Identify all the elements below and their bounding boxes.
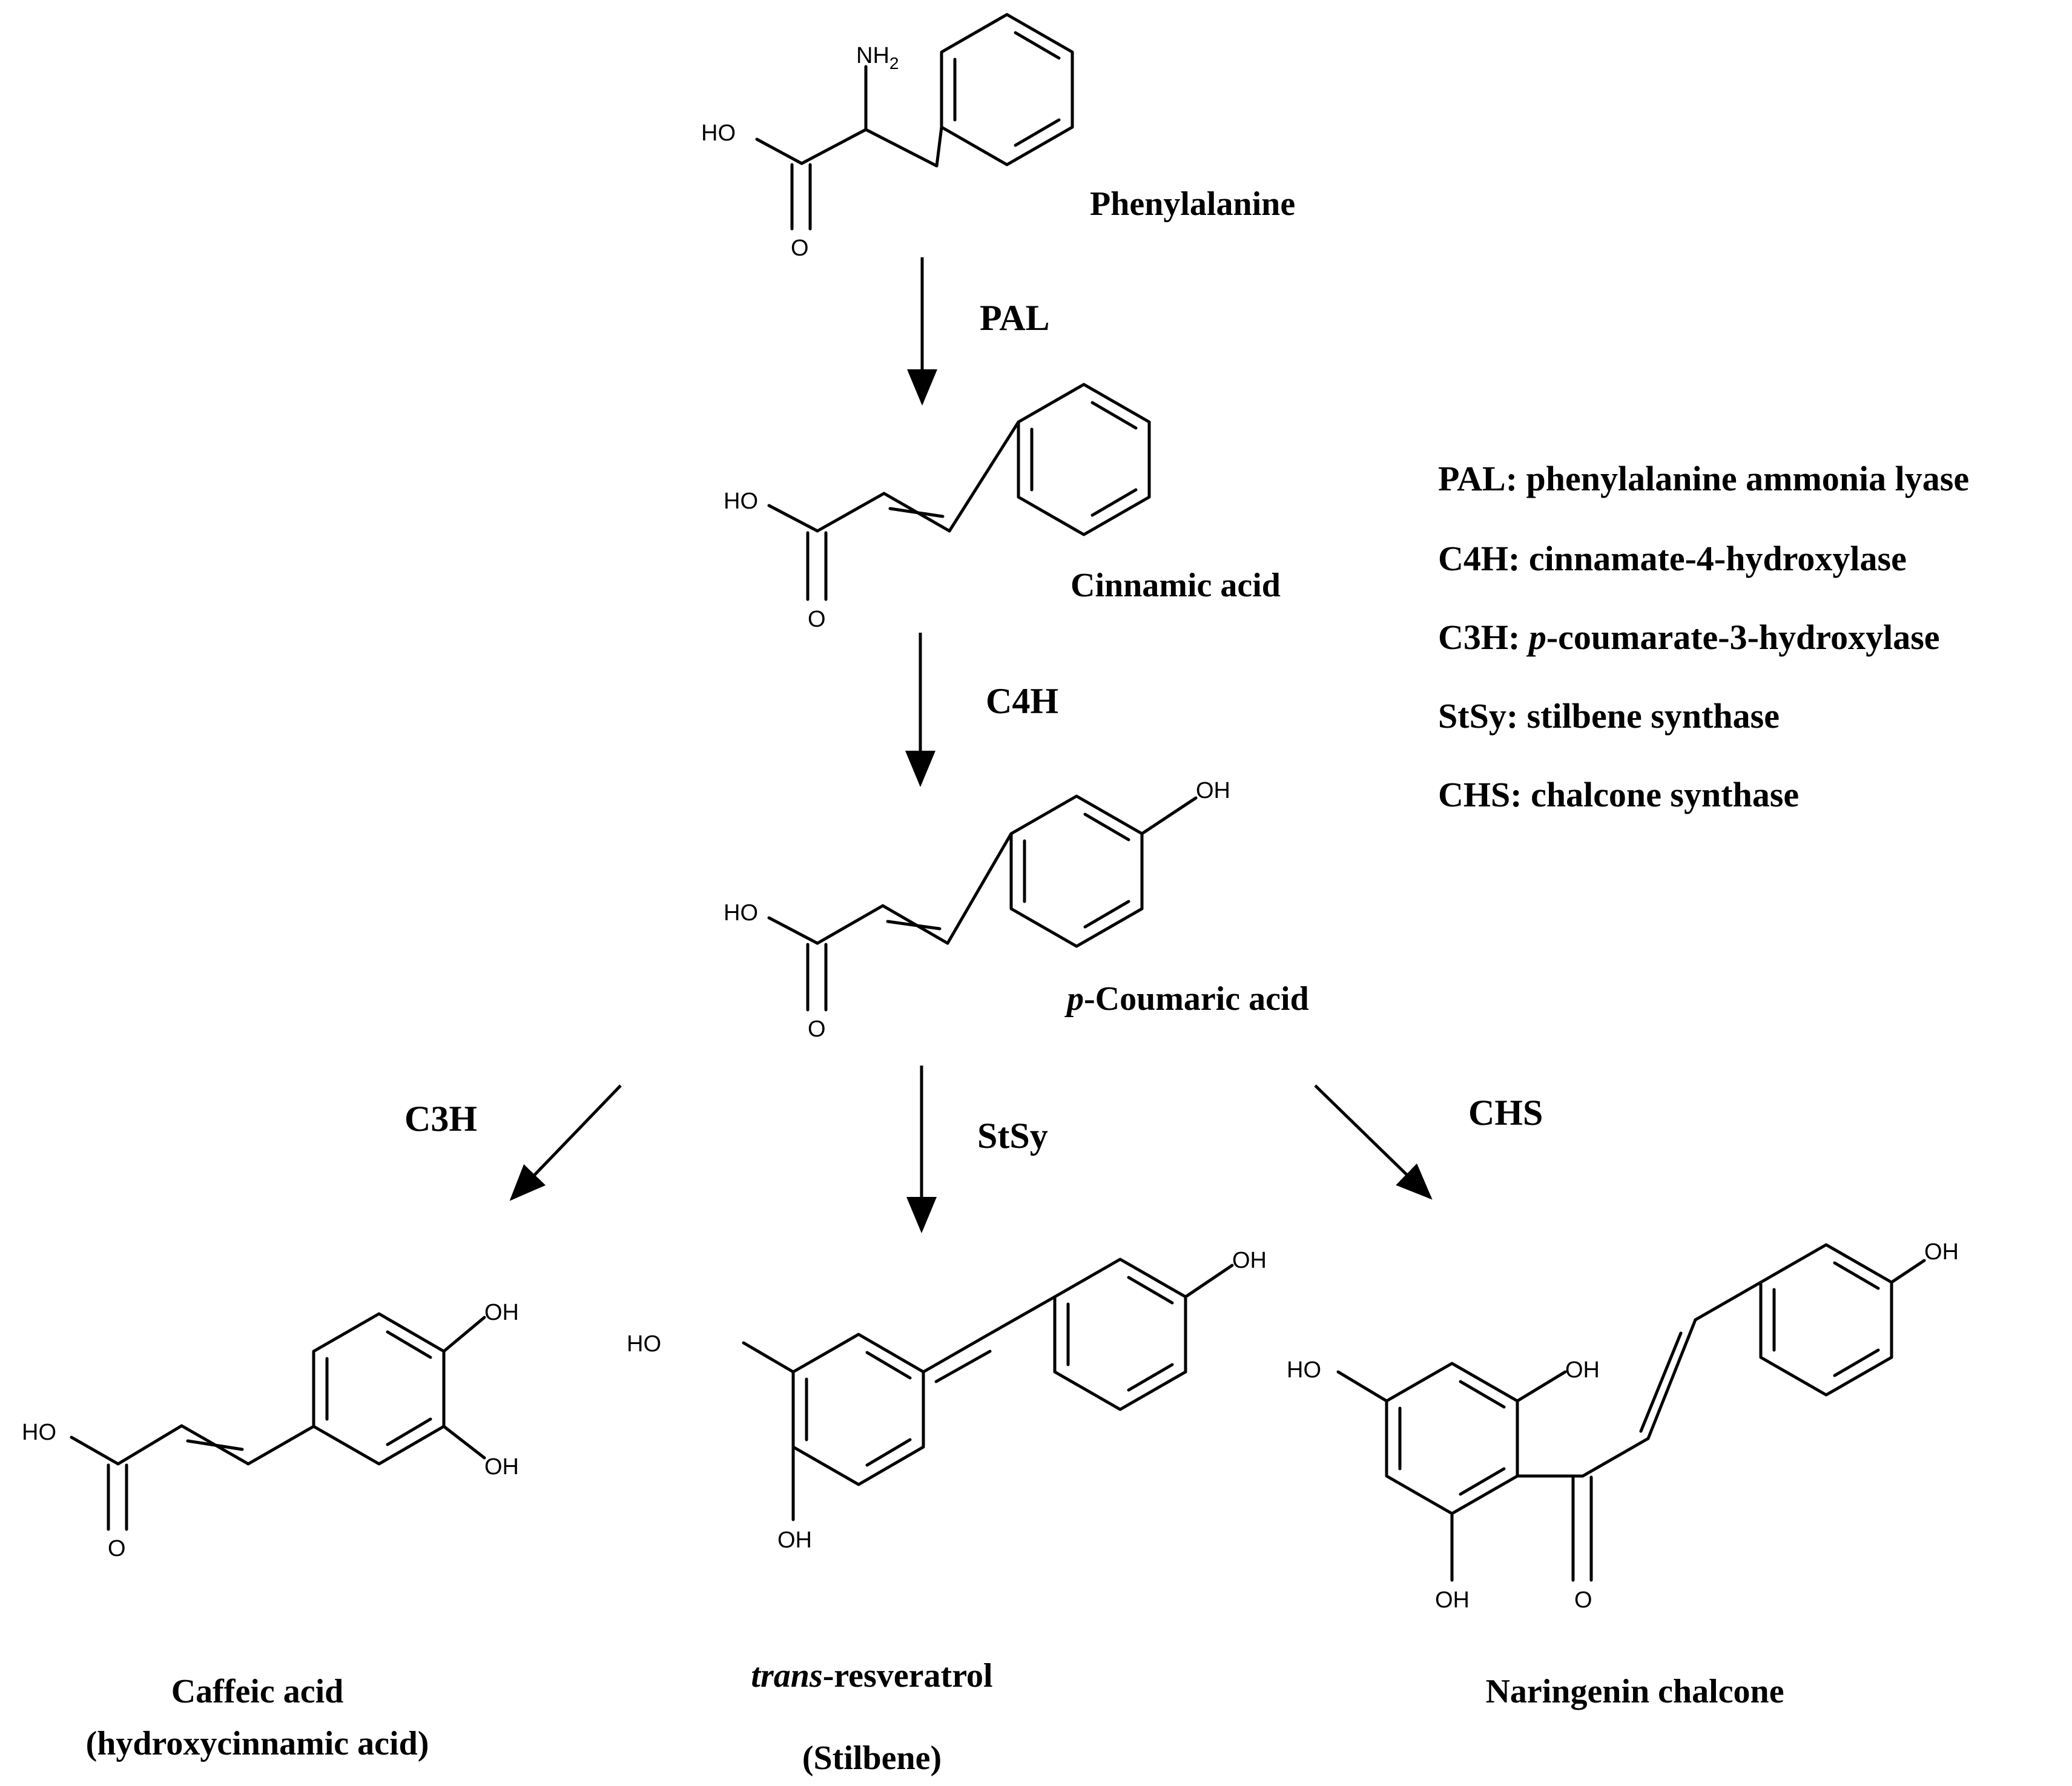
hydroxyl-label: HO (627, 1331, 661, 1357)
c4h-label: C4H (986, 681, 1058, 721)
caffeic-acid-subtitle: (hydroxycinnamic acid) (86, 1725, 429, 1762)
catechol-oh-label: OH (484, 1454, 519, 1480)
phenylalanine-label: Phenylalanine (1090, 185, 1295, 223)
legend-item-c3h: C3H: p-coumarate-3-hydroxylase (1438, 618, 1940, 657)
chs-arrow (1314, 1084, 1433, 1200)
stsy-label: StSy (977, 1116, 1048, 1156)
legend-item-pal: PAL: phenylalanine ammonia lyase (1438, 459, 1969, 498)
caffeic-acid-label: Caffeic acid (171, 1673, 344, 1710)
carbonyl-oxygen-label: O (108, 1536, 126, 1561)
legend-item-stsy: StSy: stilbene synthase (1438, 696, 1780, 736)
naringenin-chalcone-label: Naringenin chalcone (1485, 1673, 1784, 1710)
hydroxyl-label: HO (22, 1420, 56, 1445)
p-coumaric-acid-structure: HO O OH (724, 778, 1230, 1042)
enzyme-legend: PAL: phenylalanine ammonia lyase C4H: ci… (1438, 459, 1969, 814)
cinnamic-acid-label: Cinnamic acid (1071, 567, 1281, 604)
hydroxyl-label: HO (724, 489, 758, 514)
hydroxyl-label: HO (1287, 1357, 1321, 1383)
trans-resveratrol-structure: HO OH OH (627, 1248, 1267, 1553)
trans-resveratrol-subtitle: (Stilbene) (802, 1739, 942, 1777)
carbonyl-oxygen-label: O (808, 1017, 826, 1042)
ortho-oh-label: OH (1565, 1357, 1600, 1383)
hydroxyl-label: OH (1435, 1587, 1470, 1613)
phenylalanine-structure: NH2 HO O (701, 13, 1074, 261)
phenol-oh-label: OH (1232, 1248, 1267, 1273)
chs-label: CHS (1468, 1093, 1543, 1133)
cinnamic-acid-structure: HO O (724, 383, 1151, 632)
catechol-oh-label: OH (484, 1300, 519, 1325)
carbonyl-oxygen-label: O (791, 236, 809, 261)
c3h-label: C3H (404, 1099, 477, 1139)
phenol-oh-label: OH (1924, 1239, 1959, 1265)
phenol-oh-label: OH (1196, 778, 1230, 803)
trans-resveratrol-label: trans-resveratrol (751, 1657, 992, 1695)
hydroxyl-label: HO (724, 900, 758, 926)
caffeic-acid-structure: HO O OH OH (22, 1300, 519, 1561)
hydroxyl-label: HO (701, 120, 736, 146)
carbonyl-oxygen-label: O (808, 607, 826, 632)
nh2-label: NH2 (856, 43, 899, 73)
hydroxyl-label: OH (777, 1527, 812, 1553)
legend-item-chs: CHS: chalcone synthase (1438, 775, 1799, 814)
p-coumaric-acid-label: p-Coumaric acid (1064, 980, 1309, 1018)
legend-item-c4h: C4H: cinnamate-4-hydroxylase (1438, 539, 1907, 578)
naringenin-chalcone-structure: HO OH OH O OH (1287, 1239, 1959, 1613)
c3h-arrow (509, 1084, 622, 1201)
pal-label: PAL (980, 298, 1050, 338)
carbonyl-oxygen-label: O (1574, 1587, 1592, 1613)
